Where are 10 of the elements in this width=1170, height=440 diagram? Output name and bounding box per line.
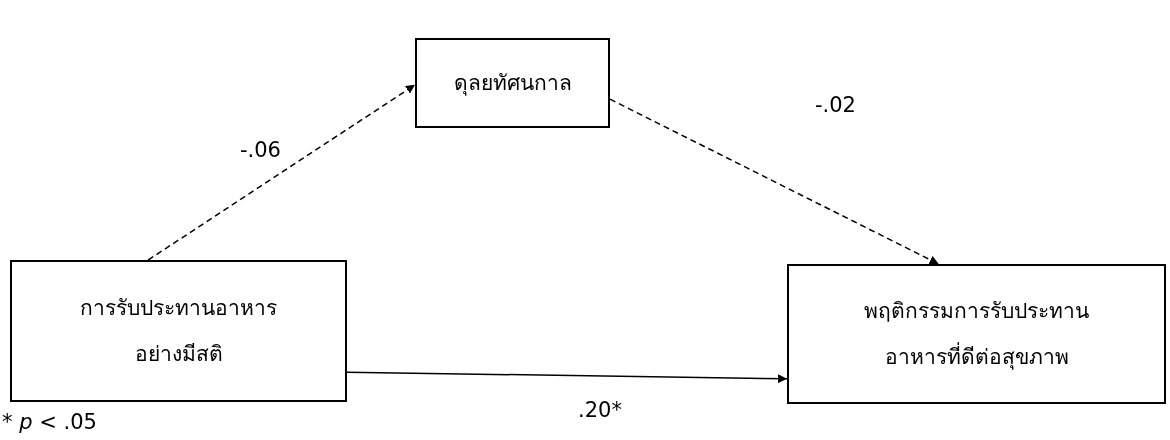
variable-box — [10, 260, 347, 402]
variable-box — [787, 264, 1166, 404]
dashed-arrow — [609, 98, 940, 265]
dashed-arrow — [147, 84, 416, 261]
significance-note: *p < .05 — [2, 410, 97, 434]
variable-box — [415, 38, 610, 128]
arrow — [346, 371, 788, 384]
variable-label: ดุลยทัศนกาล — [453, 70, 572, 95]
variable-label: การรับประทานอาหารอย่างมีสติ — [80, 295, 277, 366]
variable-label: พฤติกรรมการรับประทานอาหารที่ดีต่อสุขภาพ — [864, 298, 1089, 369]
